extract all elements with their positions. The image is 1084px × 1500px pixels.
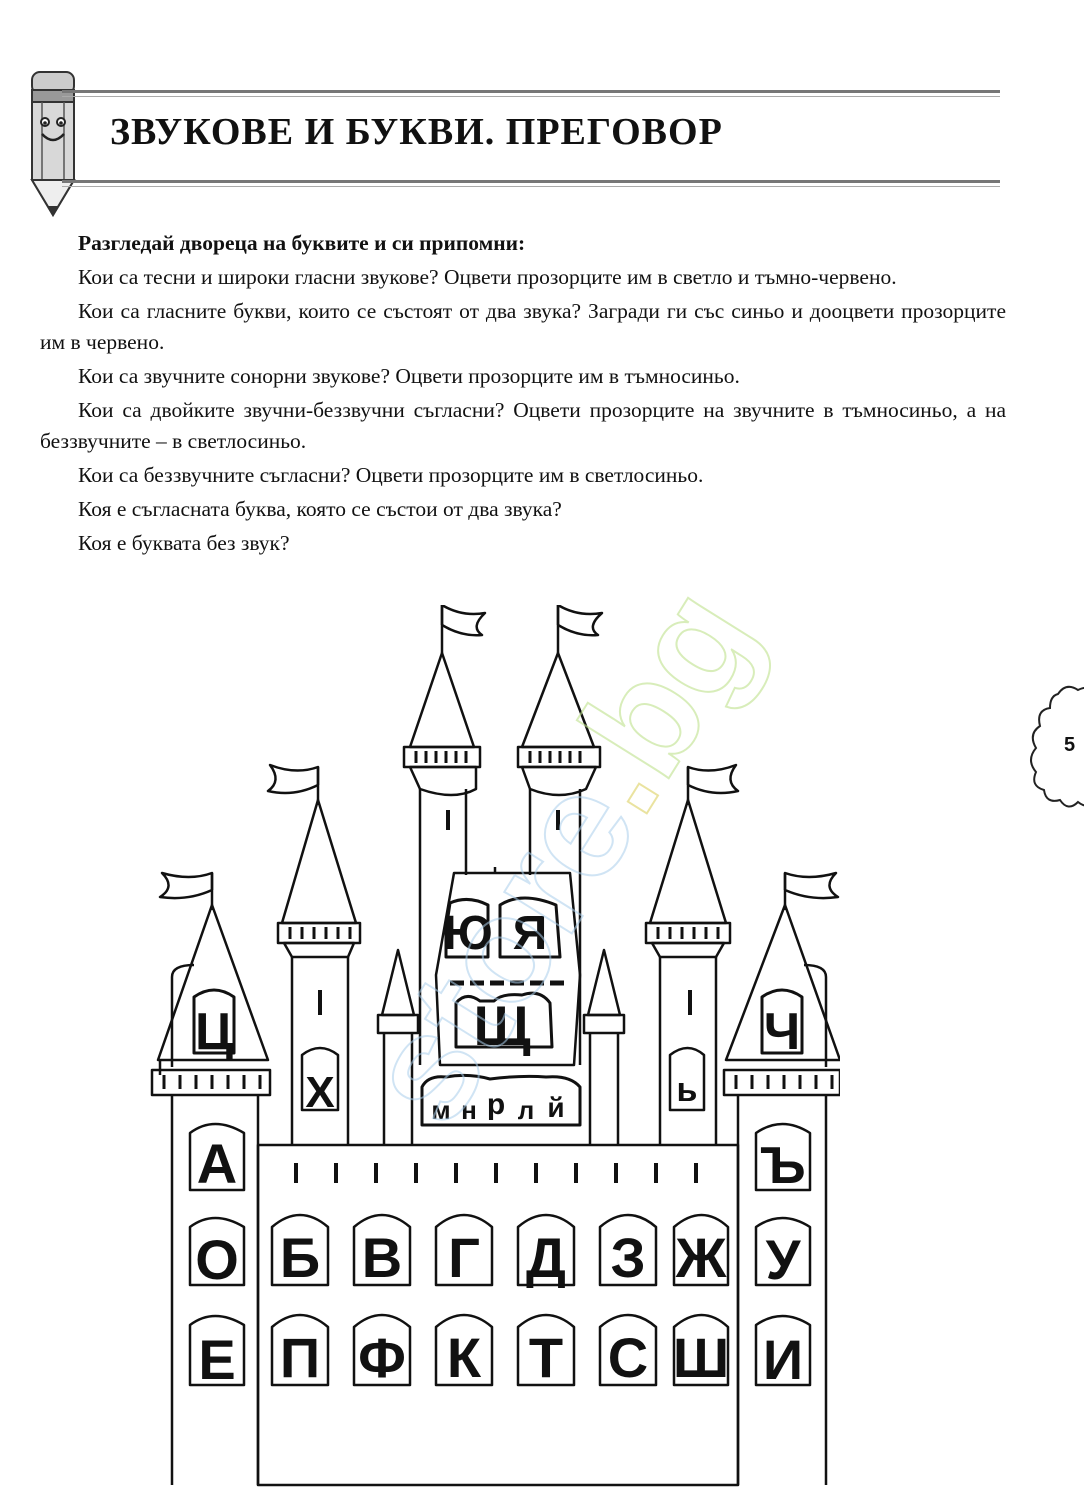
letter: И (763, 1328, 803, 1391)
letter: З (610, 1226, 645, 1289)
letter: Ъ (760, 1137, 805, 1195)
central-keep (434, 867, 582, 1067)
exercise-lead: Разгледай двореца на буквите и си припом… (78, 231, 526, 255)
exercise-question: Кои са двойките звучни-беззвучни съгласн… (40, 398, 1006, 453)
letter: Ю (443, 907, 493, 960)
left-main-spire (402, 605, 487, 1065)
letter: Ц (195, 1003, 233, 1061)
header-rule-top (62, 90, 1000, 97)
page-title: ЗВУКОВЕ И БУКВИ. ПРЕГОВОР (110, 111, 723, 153)
letter: К (447, 1326, 482, 1389)
exercise-question: Кои са гласните букви, които се състоят … (40, 299, 1006, 354)
header-rule-bottom (62, 180, 1000, 187)
castle-wall (256, 1143, 740, 1487)
letter: С (608, 1326, 648, 1389)
letter: Ж (675, 1226, 727, 1289)
letter: Е (198, 1328, 235, 1391)
letter: Ч (764, 1003, 801, 1061)
letter: м (431, 1095, 450, 1125)
inner-turret-left (376, 948, 420, 1145)
letter: Б (280, 1226, 320, 1289)
letter: У (766, 1228, 802, 1291)
right-main-spire (516, 605, 604, 1065)
exercise-question: Кои са тесни и широки гласни звукове? Оц… (78, 265, 897, 289)
letter: Г (448, 1226, 480, 1289)
inner-turret-right (582, 948, 626, 1145)
letter: Ф (358, 1326, 406, 1389)
letter: р (487, 1088, 505, 1121)
exercise-question: Кои са звучните сонорни звукове? Оцвети … (78, 364, 740, 388)
letter: А (197, 1132, 237, 1195)
letter: й (547, 1092, 564, 1123)
letter: Т (529, 1326, 563, 1389)
page-number-badge (1030, 685, 1084, 808)
left-mid-tower (266, 763, 362, 1145)
letter: л (518, 1095, 535, 1125)
letter-castle: Ю Я Щ м н р л й Ц Ч Х ь А О Е Ъ У И Б В … (150, 605, 840, 1487)
exercise-question: Кои са беззвучните съгласни? Оцвети проз… (78, 463, 704, 487)
exercise-text: Разгледай двореца на буквите и си припом… (40, 228, 1006, 562)
letter: ь (677, 1071, 698, 1109)
letter: Д (526, 1226, 566, 1289)
letter: н (461, 1095, 477, 1125)
letter: Ш (673, 1326, 729, 1389)
exercise-question: Коя е буквата без звук? (78, 531, 290, 555)
page-number: 5 (1064, 734, 1076, 756)
sonorant-window (420, 1073, 582, 1127)
letter: В (362, 1226, 402, 1289)
letter: Я (513, 907, 548, 960)
right-mid-tower (644, 763, 740, 1145)
letter: Щ (473, 994, 530, 1057)
exercise-question: Коя е съгласната буква, която се състои … (78, 497, 562, 521)
letter: О (195, 1228, 239, 1291)
letter: Х (305, 1068, 334, 1117)
letter: П (280, 1326, 320, 1389)
